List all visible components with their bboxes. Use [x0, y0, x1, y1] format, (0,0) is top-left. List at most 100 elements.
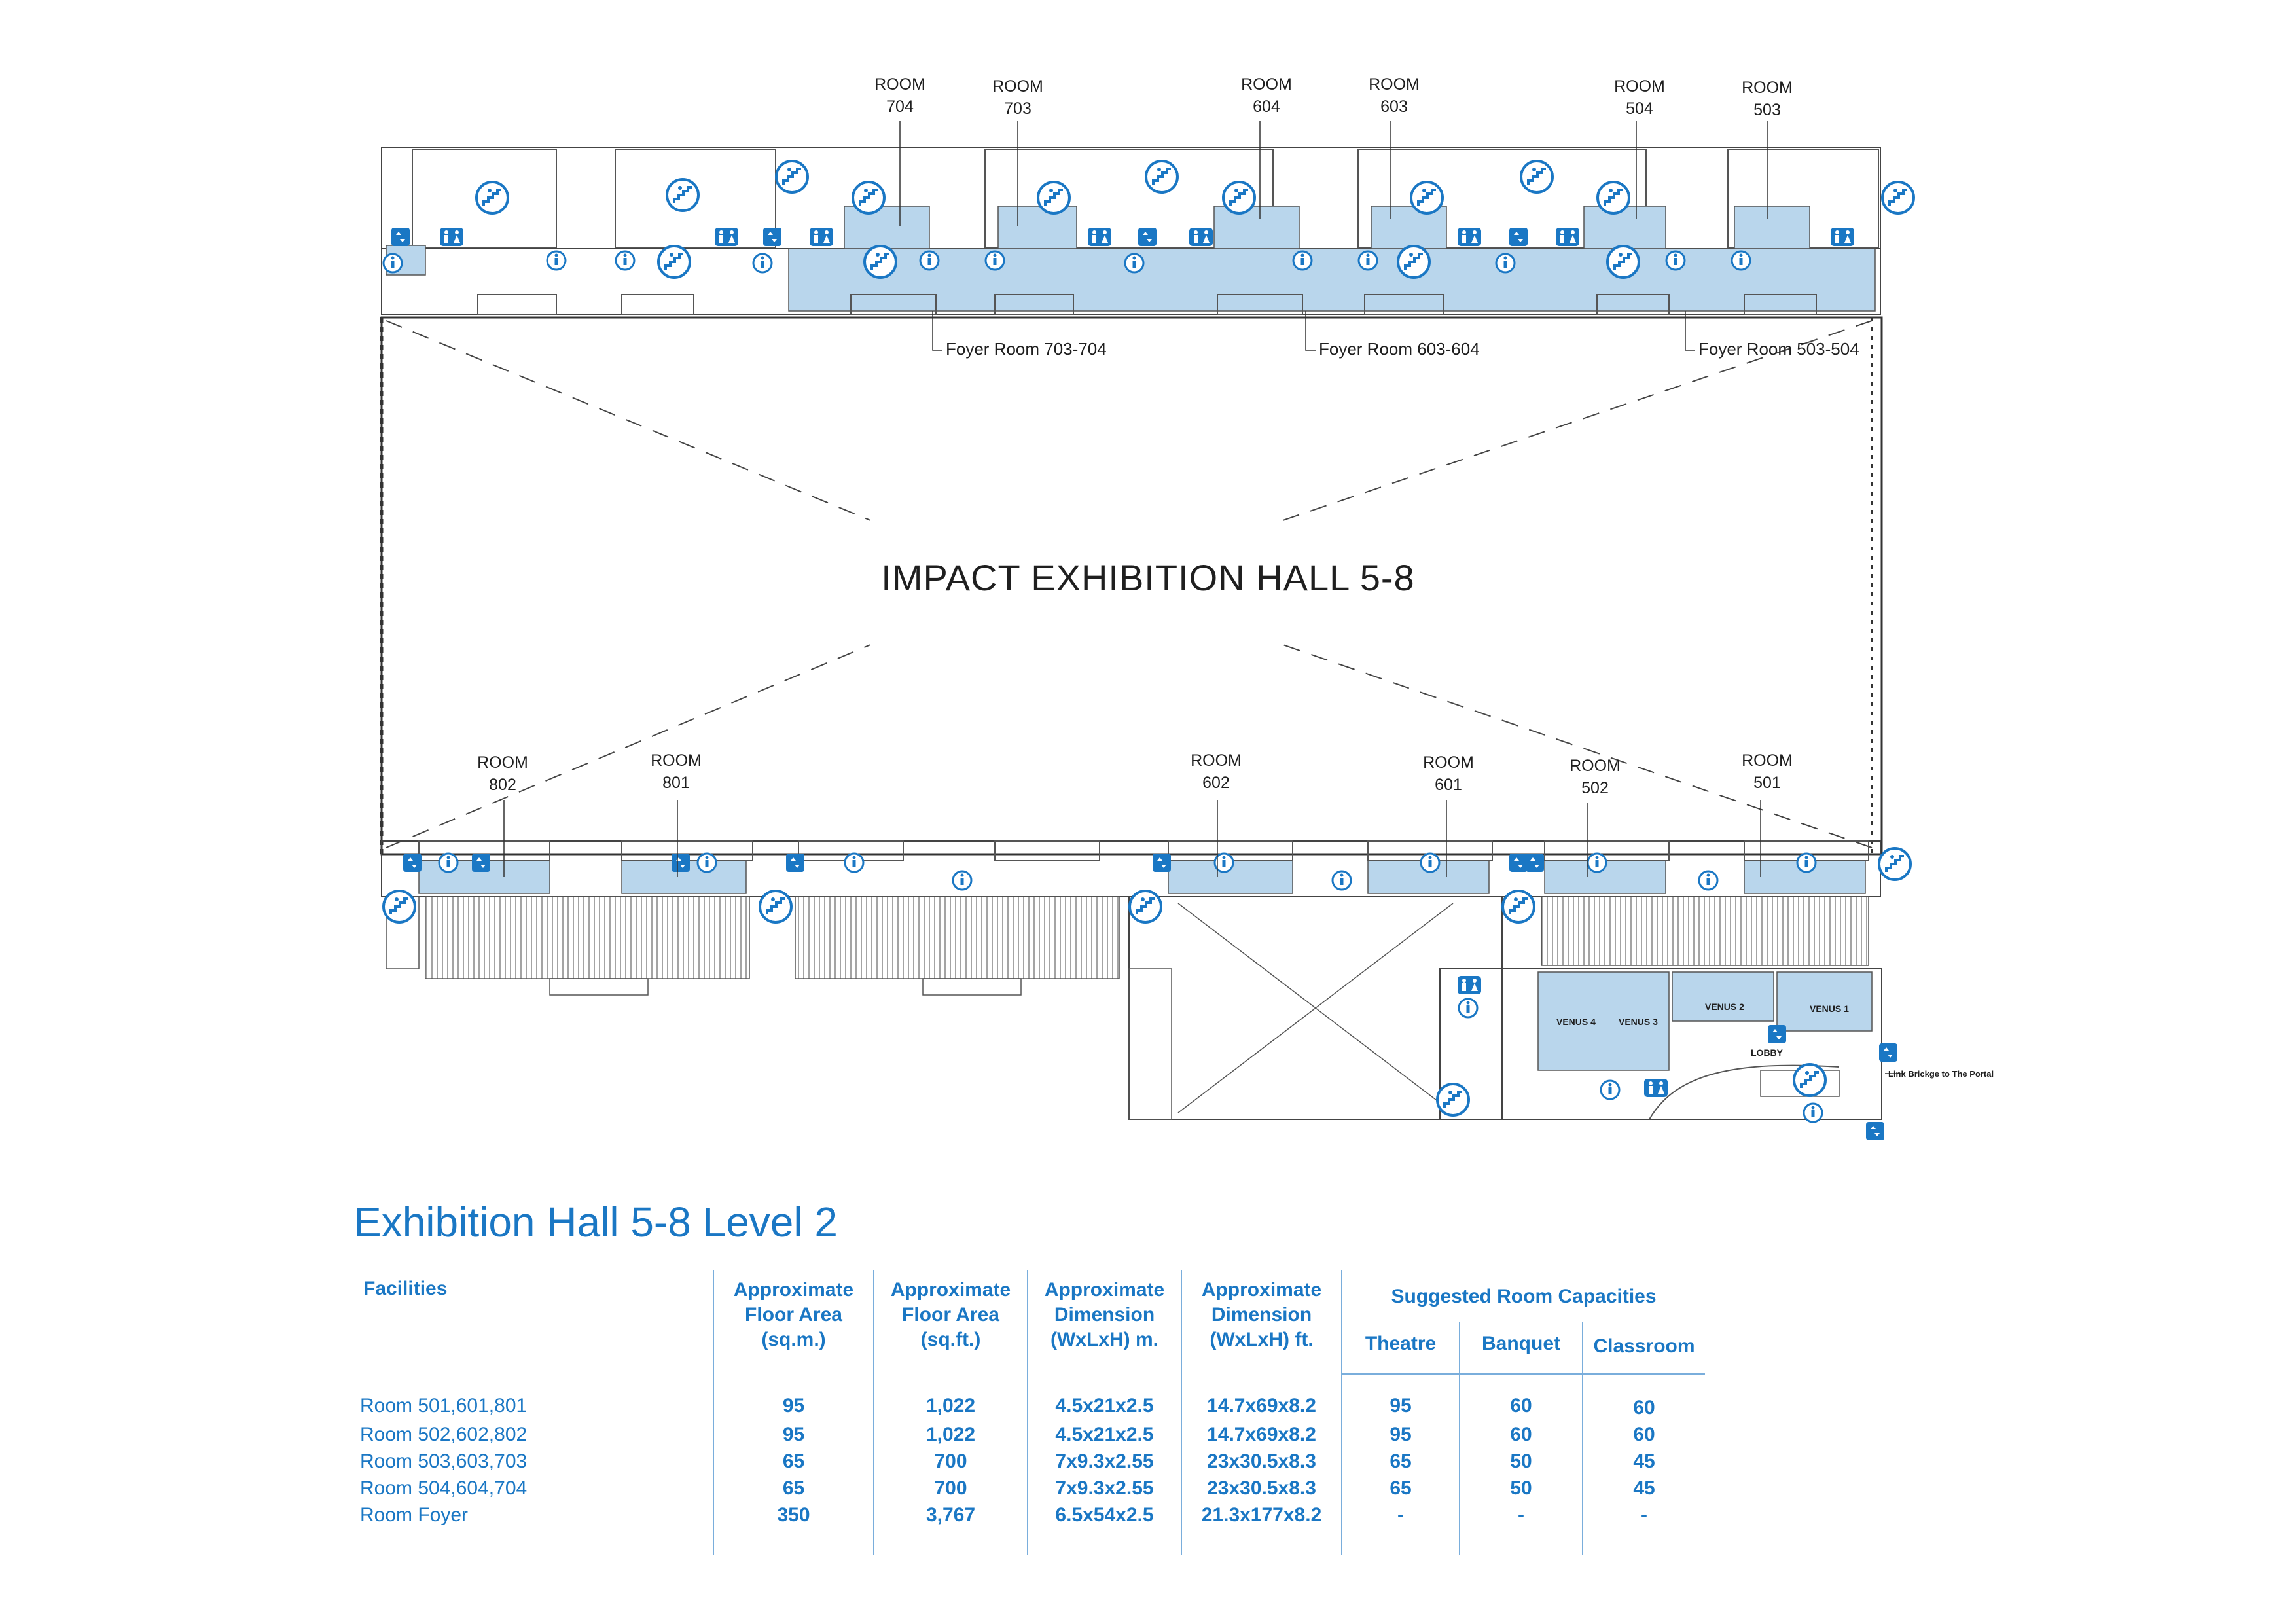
- table-header-row: Facilities Approximate Floor Area (sq.m.…: [350, 1270, 1705, 1374]
- cell-banquet: 60: [1460, 1421, 1583, 1448]
- room-label-703: ROOM 703: [978, 75, 1057, 120]
- cell-facility: Room 502,602,802: [350, 1421, 714, 1448]
- header-line: Approximate: [733, 1279, 854, 1301]
- room-number: 504: [1626, 99, 1653, 118]
- cell-dim-ft: 23x30.5x8.3: [1181, 1475, 1342, 1502]
- cell-theatre: -: [1342, 1502, 1460, 1555]
- room-number: 603: [1380, 98, 1408, 116]
- room-word: ROOM: [1742, 751, 1793, 770]
- cell-sqft: 1,022: [874, 1374, 1028, 1421]
- table-row: Room 501,601,801 95 1,022 4.5x21x2.5 14.…: [350, 1374, 1705, 1421]
- cell-sqft: 1,022: [874, 1421, 1028, 1448]
- room-word: ROOM: [874, 75, 925, 94]
- header-line: Dimension: [1211, 1304, 1312, 1326]
- foyer-label-703-704: Foyer Room 703-704: [946, 339, 1107, 359]
- col-capacities: Suggested Room Capacities: [1391, 1286, 1657, 1307]
- room-label-704: ROOM 704: [861, 73, 939, 118]
- venus-3-label: VENUS 3: [1619, 1017, 1658, 1027]
- cell-sqm: 65: [713, 1475, 874, 1502]
- venus-1-label: VENUS 1: [1810, 1003, 1849, 1014]
- room-label-604: ROOM 604: [1227, 73, 1306, 118]
- header-line: Floor Area: [745, 1304, 842, 1326]
- room-label-603: ROOM 603: [1355, 73, 1433, 118]
- cell-sqft: 700: [874, 1475, 1028, 1502]
- room-number: 704: [886, 98, 914, 116]
- room-word: ROOM: [1614, 77, 1665, 96]
- room-number: 502: [1581, 779, 1609, 797]
- cell-dim-m: 6.5x54x2.5: [1028, 1502, 1182, 1555]
- cell-sqft: 700: [874, 1448, 1028, 1475]
- cell-banquet: 50: [1460, 1448, 1583, 1475]
- floor-plan: [380, 121, 1915, 1140]
- cell-dim-ft: 14.7x69x8.2: [1181, 1421, 1342, 1448]
- cell-facility: Room 501,601,801: [350, 1374, 714, 1421]
- cell-dim-ft: 14.7x69x8.2: [1181, 1374, 1342, 1421]
- cell-sqm: 350: [713, 1502, 874, 1555]
- col-theatre: Theatre: [1342, 1322, 1460, 1375]
- cell-theatre: 65: [1342, 1475, 1460, 1502]
- cell-classroom: 45: [1633, 1451, 1655, 1472]
- cell-facility: Room 503,603,703: [350, 1448, 714, 1475]
- page-title: Exhibition Hall 5-8 Level 2: [353, 1199, 838, 1246]
- table-row: Room Foyer 350 3,767 6.5x54x2.5 21.3x177…: [350, 1502, 1705, 1555]
- room-word: ROOM: [1423, 753, 1474, 772]
- cell-classroom: 60: [1633, 1424, 1655, 1445]
- foyer-label-503-504: Foyer Room 503-504: [1698, 339, 1859, 359]
- room-number: 602: [1202, 774, 1230, 792]
- cell-banquet: -: [1460, 1502, 1583, 1555]
- room-word: ROOM: [477, 753, 528, 772]
- room-number: 503: [1753, 101, 1781, 119]
- col-dimension-m: Approximate Dimension (WxLxH) m.: [1028, 1270, 1182, 1374]
- room-number: 604: [1253, 98, 1280, 116]
- room-word: ROOM: [992, 77, 1043, 96]
- cell-dim-ft: 21.3x177x8.2: [1181, 1502, 1342, 1555]
- room-label-802: ROOM 802: [463, 751, 542, 796]
- venus-2-label: VENUS 2: [1705, 1001, 1744, 1012]
- room-word: ROOM: [1369, 75, 1420, 94]
- cell-classroom: 60: [1633, 1397, 1655, 1418]
- cell-sqm: 65: [713, 1448, 874, 1475]
- cell-dim-m: 4.5x21x2.5: [1028, 1421, 1182, 1448]
- room-word: ROOM: [651, 751, 702, 770]
- cell-theatre: 65: [1342, 1448, 1460, 1475]
- col-area-sqft: Approximate Floor Area (sq.ft.): [874, 1270, 1028, 1374]
- room-word: ROOM: [1570, 757, 1621, 775]
- lobby-label: LOBBY: [1751, 1047, 1783, 1058]
- col-facilities: Facilities: [350, 1270, 714, 1374]
- cell-dim-ft: 23x30.5x8.3: [1181, 1448, 1342, 1475]
- header-line: (sq.m.): [761, 1329, 826, 1350]
- header-line: Approximate: [1044, 1279, 1165, 1301]
- cell-dim-m: 7x9.3x2.55: [1028, 1475, 1182, 1502]
- room-number: 501: [1753, 774, 1781, 792]
- header-line: (WxLxH) m.: [1050, 1329, 1158, 1350]
- col-classroom: Classroom: [1583, 1322, 1705, 1375]
- cell-sqm: 95: [713, 1421, 874, 1448]
- venus-4-label: VENUS 4: [1556, 1017, 1596, 1027]
- header-line: Floor Area: [902, 1304, 999, 1326]
- hall-title: IMPACT EXHIBITION HALL 5-8: [881, 557, 1415, 598]
- cell-facility: Room Foyer: [350, 1502, 714, 1555]
- room-label-801: ROOM 801: [637, 749, 715, 794]
- room-word: ROOM: [1241, 75, 1292, 94]
- cell-theatre: 95: [1342, 1374, 1460, 1421]
- room-number: 601: [1435, 776, 1462, 794]
- col-area-sqm: Approximate Floor Area (sq.m.): [713, 1270, 874, 1374]
- facilities-table: Facilities Approximate Floor Area (sq.m.…: [350, 1270, 1705, 1555]
- col-banquet: Banquet: [1460, 1322, 1583, 1375]
- room-label-502: ROOM 502: [1556, 755, 1634, 799]
- room-label-503: ROOM 503: [1728, 77, 1806, 121]
- table-subheader-row: Theatre Banquet Classroom: [350, 1322, 1705, 1375]
- room-word: ROOM: [1742, 79, 1793, 97]
- room-number: 802: [489, 776, 516, 794]
- cell-dim-m: 4.5x21x2.5: [1028, 1374, 1182, 1421]
- room-number: 801: [662, 774, 690, 792]
- table-row: Room 503,603,703 65 700 7x9.3x2.55 23x30…: [350, 1448, 1705, 1475]
- cell-sqft: 3,767: [874, 1502, 1028, 1555]
- cell-dim-m: 7x9.3x2.55: [1028, 1448, 1182, 1475]
- header-line: (WxLxH) ft.: [1210, 1329, 1314, 1350]
- cell-theatre: 95: [1342, 1421, 1460, 1448]
- table-row: Room 502,602,802 95 1,022 4.5x21x2.5 14.…: [350, 1421, 1705, 1448]
- header-line: Dimension: [1054, 1304, 1155, 1326]
- cell-banquet: 60: [1460, 1374, 1583, 1421]
- header-line: (sq.ft.): [920, 1329, 981, 1350]
